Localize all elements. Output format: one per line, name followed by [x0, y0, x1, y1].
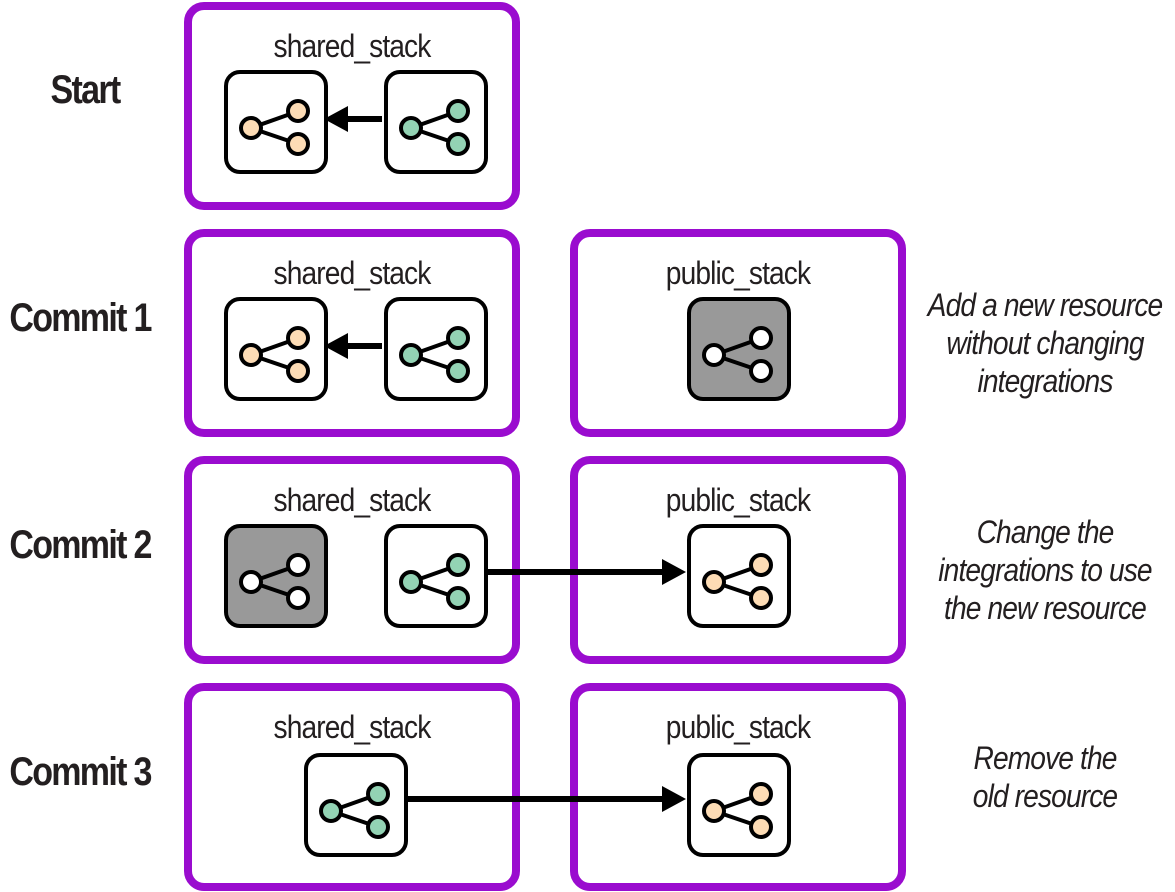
old-resource	[224, 297, 328, 401]
share-node-icon	[702, 782, 773, 839]
old-resource-unused	[224, 524, 328, 628]
row-label-start: Start	[50, 68, 122, 112]
share-node-icon	[239, 326, 310, 383]
share-node-icon	[239, 99, 310, 156]
new-resource-active	[687, 753, 791, 857]
note-line: Remove the	[973, 740, 1117, 776]
note-commit-3: Remove the old resource	[926, 739, 1164, 815]
shared-stack-commit-3: shared_stack	[184, 683, 520, 891]
stack-title: shared_stack	[273, 709, 432, 745]
share-node-icon	[239, 553, 310, 610]
shared-stack-start: shared_stack	[184, 2, 520, 210]
consumer-resource	[384, 70, 488, 174]
shared-stack-commit-1: shared_stack	[184, 229, 520, 437]
note-line: integrations to use	[938, 552, 1152, 588]
share-node-icon	[399, 553, 470, 610]
new-resource	[687, 297, 791, 401]
stack-title: public_stack	[665, 709, 811, 745]
share-node-icon	[702, 326, 773, 383]
share-node-icon	[702, 553, 773, 610]
note-line: the new resource	[944, 590, 1147, 626]
old-resource	[224, 70, 328, 174]
note-line: Change the	[976, 514, 1115, 550]
new-resource-active	[687, 524, 791, 628]
stack-title: public_stack	[665, 255, 811, 291]
stack-title: shared_stack	[273, 28, 432, 64]
note-line: old resource	[972, 778, 1118, 814]
note-commit-2: Change the integrations to use the new r…	[926, 513, 1164, 627]
consumer-resource	[384, 297, 488, 401]
stack-title: shared_stack	[273, 482, 432, 518]
note-line: integrations	[977, 363, 1113, 399]
share-node-icon	[399, 99, 470, 156]
public-stack-commit-3: public_stack	[570, 683, 906, 891]
note-line: Add a new resource	[927, 287, 1163, 323]
consumer-resource	[384, 524, 488, 628]
stack-title: public_stack	[665, 482, 811, 518]
note-line: without changing	[946, 325, 1144, 361]
share-node-icon	[319, 782, 390, 839]
share-node-icon	[399, 326, 470, 383]
note-commit-1: Add a new resource without changing inte…	[926, 286, 1164, 400]
consumer-resource	[304, 753, 408, 857]
public-stack-commit-2: public_stack	[570, 456, 906, 664]
stack-title: shared_stack	[273, 255, 432, 291]
row-label-commit-1: Commit 1	[9, 296, 152, 340]
shared-stack-commit-2: shared_stack	[184, 456, 520, 664]
row-label-commit-2: Commit 2	[9, 523, 152, 567]
public-stack-commit-1: public_stack	[570, 229, 906, 437]
row-label-commit-3: Commit 3	[9, 750, 152, 794]
